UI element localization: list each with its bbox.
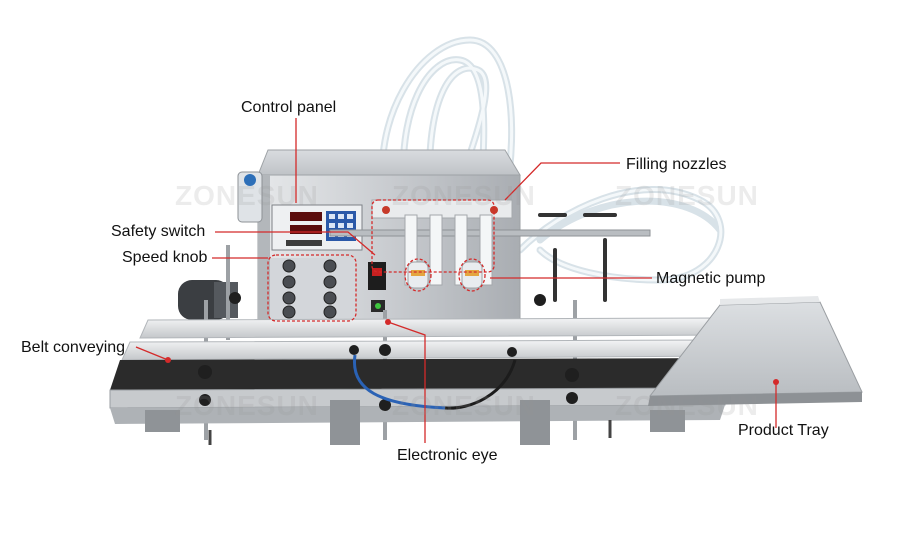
knob-highlight-box [267, 254, 357, 322]
nozzle-highlight-box [371, 199, 495, 273]
callout-line-nozzles [504, 162, 620, 201]
label-filling-nozzles: Filling nozzles [626, 156, 727, 173]
watermark-1: ZONESUN [175, 180, 319, 211]
watermark-5: ZONESUN [392, 390, 536, 421]
label-magnetic-pump: Magnetic pump [656, 270, 766, 287]
watermark-6: ZONESUN [615, 390, 759, 421]
speed-knobs [270, 258, 356, 320]
pump-highlight-left [404, 258, 432, 292]
label-belt-conveying: Belt conveying [21, 339, 126, 356]
callout-dot-belt [165, 357, 171, 363]
label-safety-switch: Safety switch [111, 223, 206, 240]
callout-line-belt [135, 346, 169, 361]
watermark-2: ZONESUN [392, 180, 536, 211]
air-regulator [237, 171, 263, 223]
callout-outlines [267, 199, 495, 322]
pump-highlight-right [458, 258, 486, 292]
nozzle-assembly [329, 199, 651, 302]
product-tray [648, 296, 863, 406]
clamp-knobs [198, 292, 579, 411]
watermark-3: ZONESUN [615, 180, 759, 211]
label-control-panel: Control panel [241, 99, 337, 116]
label-product-tray: Product Tray [738, 422, 829, 439]
watermark-4: ZONESUN [175, 390, 319, 421]
conveyor-belt [109, 358, 735, 445]
callout-line-safety-switch [215, 231, 376, 256]
callout-dot-tray [773, 379, 779, 385]
label-speed-knob: Speed knob [122, 249, 208, 266]
callout-dot-eye [385, 319, 391, 325]
safety-switch [368, 262, 386, 312]
callout-lines [135, 118, 777, 443]
callout-line-eye [387, 321, 426, 443]
label-electronic-eye: Electronic eye [397, 447, 498, 464]
